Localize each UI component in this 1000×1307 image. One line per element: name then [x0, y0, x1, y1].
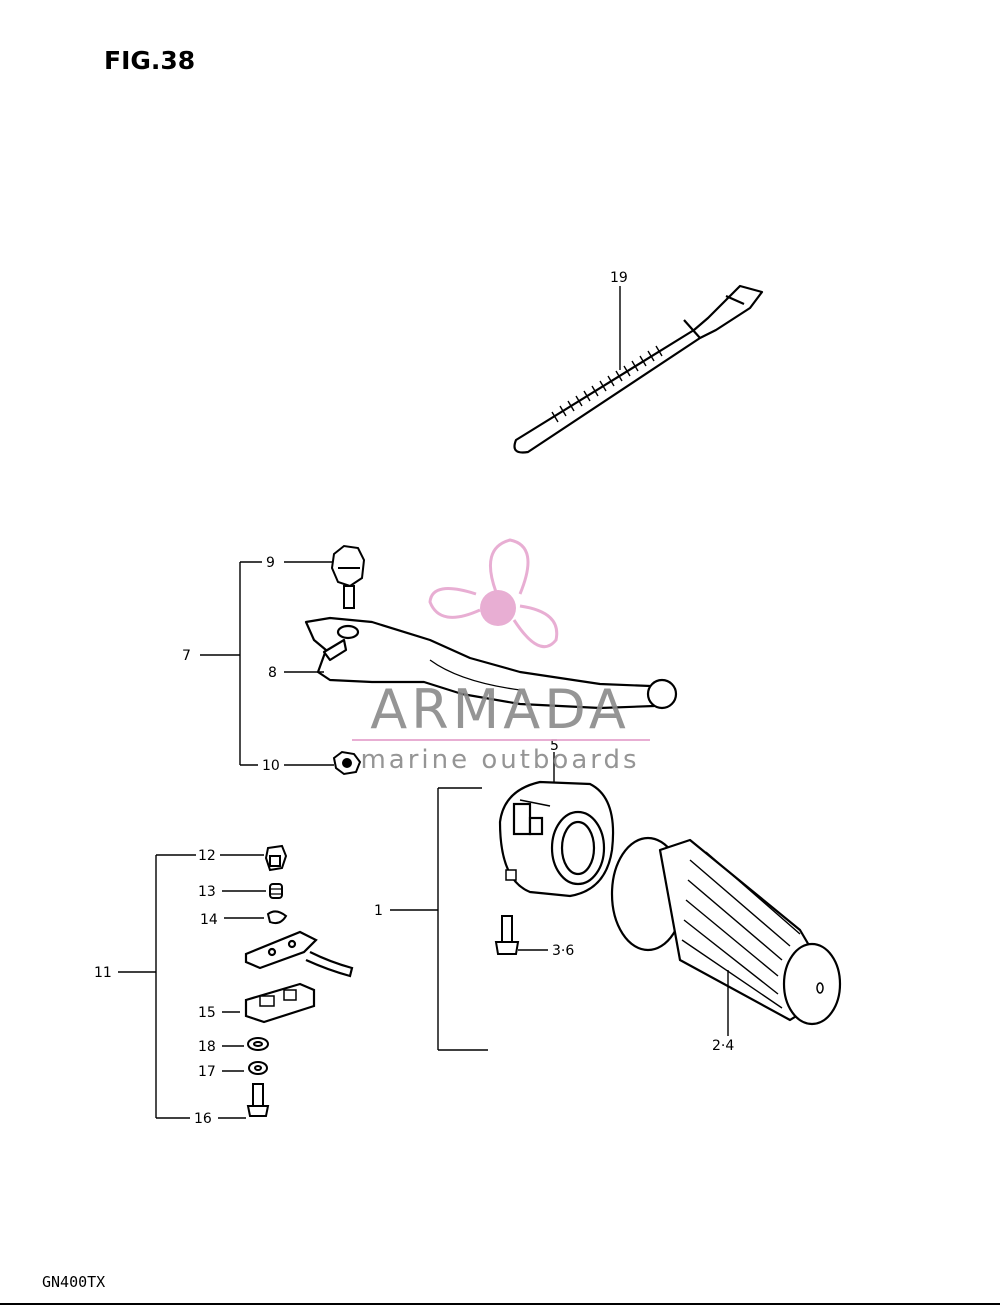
spring-drawing — [269, 883, 283, 899]
watermark-brand: ARMADA — [370, 678, 630, 741]
holder-screw-drawing — [246, 1083, 270, 1117]
figure-title: FIG.38 — [104, 46, 196, 75]
callout-18: 18 — [198, 1039, 216, 1055]
washer-drawing — [247, 1037, 269, 1051]
bracket-1 — [390, 787, 488, 1051]
lever-nut-drawing — [332, 750, 362, 776]
switch-plate-drawing — [244, 930, 354, 978]
clip-drawing — [266, 910, 288, 925]
bracket-11 — [118, 854, 266, 1119]
callout-7: 7 — [182, 648, 191, 664]
brake-lever-drawing — [304, 616, 678, 710]
bracket-7 — [200, 561, 334, 766]
lock-washer-drawing — [248, 1061, 268, 1075]
callout-19: 19 — [610, 270, 628, 286]
propeller-icon — [428, 538, 559, 649]
callout-3-6: 3·6 — [552, 943, 574, 959]
callout-5: 5 — [550, 738, 559, 754]
handlebar-grip-drawing — [610, 836, 842, 1026]
callout-17: 17 — [198, 1064, 216, 1080]
bottom-border — [0, 1303, 1000, 1305]
adjuster-bolt-drawing — [264, 844, 288, 872]
callout-13: 13 — [198, 884, 216, 900]
callout-8: 8 — [268, 665, 277, 681]
watermark-tagline: marine outboards — [360, 745, 639, 775]
model-code: GN400TX — [42, 1273, 106, 1291]
switch-screw-drawing — [494, 915, 520, 955]
switch-housing-drawing — [498, 780, 615, 898]
lever-bolt-drawing — [330, 544, 366, 609]
callout-11: 11 — [94, 965, 112, 981]
callout-9: 9 — [266, 555, 275, 571]
holder-clamp-drawing — [244, 982, 316, 1024]
watermark: ARMADA marine outboards — [352, 538, 650, 775]
callout-10: 10 — [262, 758, 280, 774]
callout-16: 16 — [194, 1111, 212, 1127]
callout-12: 12 — [198, 848, 216, 864]
callout-1: 1 — [374, 903, 383, 919]
callout-15: 15 — [198, 1005, 216, 1021]
callout-2-4: 2·4 — [712, 1038, 734, 1054]
callout-14: 14 — [200, 912, 218, 928]
cable-tie-drawing — [513, 284, 764, 454]
